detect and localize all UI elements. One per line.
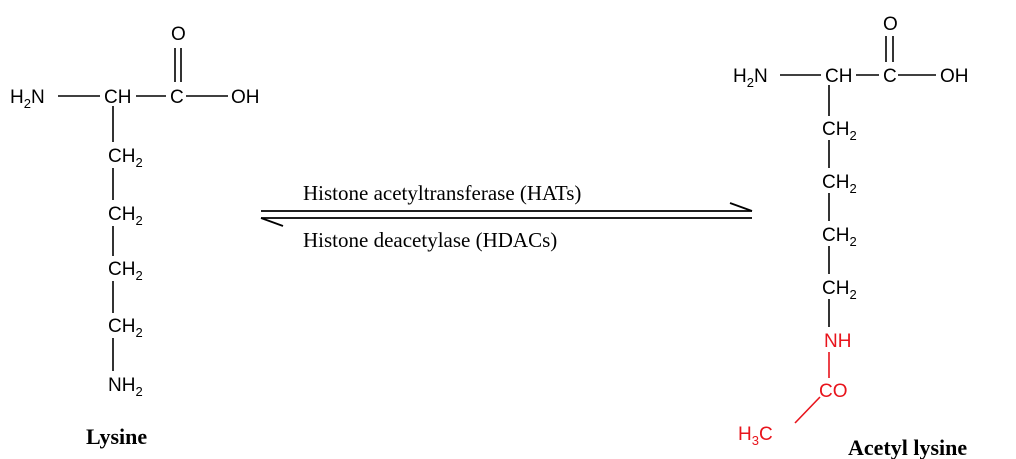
lysine-ch2-3: CH2 xyxy=(108,259,143,283)
lysine-label: Lysine xyxy=(86,424,147,449)
acetyl-carbonyl-c: C xyxy=(883,66,897,87)
acetyl-co: CO xyxy=(819,381,848,402)
lysine-alpha-ch: CH xyxy=(104,87,131,108)
acetyl-group-bonds xyxy=(794,352,830,424)
acetyl-h3c: H3C xyxy=(738,424,773,448)
equilibrium-arrows xyxy=(260,202,753,227)
lysine-h2n: H2N xyxy=(10,87,45,111)
forward-enzyme-label: Histone acetyltransferase (HATs) xyxy=(303,181,581,205)
acetyl-h2n: H2N xyxy=(733,66,768,90)
lysine-structure: H2N CH C O OH CH2 CH2 CH2 CH2 NH2 xyxy=(10,24,260,399)
lysine-h2n-n: N xyxy=(31,87,45,108)
lysine-h2n-h: H xyxy=(10,87,24,108)
lysine-ch2-2: CH2 xyxy=(108,204,143,228)
reverse-arrowhead xyxy=(260,217,284,227)
lysine-carbonyl-o: O xyxy=(171,24,186,45)
lysine-bonds xyxy=(58,48,228,371)
lysine-ch2-1: CH2 xyxy=(108,146,143,170)
reverse-enzyme-label: Histone deacetylase (HDACs) xyxy=(303,228,557,252)
forward-arrowhead xyxy=(729,202,753,212)
lysine-carbonyl-c: C xyxy=(170,87,184,108)
lysine-h2n-sub: 2 xyxy=(24,96,31,111)
lysine-oh: OH xyxy=(231,87,260,108)
lysine-nh2: NH2 xyxy=(108,375,143,399)
acetyl-ch2-1: CH2 xyxy=(822,119,857,143)
lysine-ch2-4: CH2 xyxy=(108,316,143,340)
acetyl-oh: OH xyxy=(940,66,969,87)
acetyl-carbonyl-o: O xyxy=(883,14,898,35)
acetyl-alpha-ch: CH xyxy=(825,66,852,87)
acetyl-lysine-bonds xyxy=(780,36,936,327)
acetyl-ch2-2: CH2 xyxy=(822,172,857,196)
acetyl-ch2-4: CH2 xyxy=(822,278,857,302)
acetyl-group: NH CO H3C xyxy=(738,331,851,448)
acetyl-ch2-3: CH2 xyxy=(822,225,857,249)
acetyl-nh: NH xyxy=(824,331,851,352)
acetyl-lysine-label: Acetyl lysine xyxy=(848,435,967,459)
acetyl-lysine-structure: H2N CH C O OH CH2 CH2 CH2 CH2 xyxy=(733,14,969,302)
